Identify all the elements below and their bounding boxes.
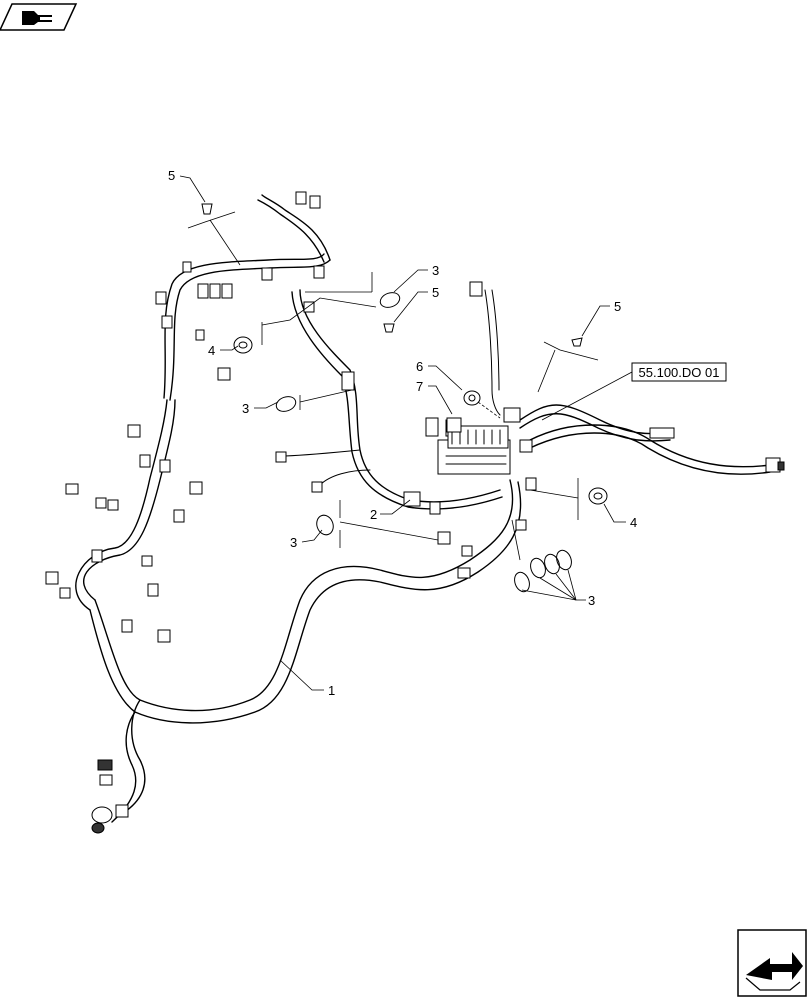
grouping-brackets — [187, 211, 599, 561]
book-pointing-hand-icon[interactable] — [0, 3, 78, 31]
connectors — [45, 191, 785, 834]
callout-5-upper: 5 — [432, 285, 439, 300]
callout-5-right: 5 — [614, 299, 621, 314]
callout-5-top: 5 — [168, 168, 175, 183]
grommet-parts — [233, 336, 608, 505]
relay-and-cap-parts — [446, 390, 501, 433]
callout-3-upper: 3 — [432, 263, 439, 278]
callout-leaders — [179, 175, 633, 691]
callout-7: 7 — [416, 379, 423, 394]
reference-label: 55.100.DO 01 — [639, 365, 720, 380]
callout-1: 1 — [328, 683, 335, 698]
callout-3-right: 3 — [588, 593, 595, 608]
main-harness — [75, 194, 771, 823]
arrow-next-page-icon[interactable] — [737, 929, 807, 997]
callout-2: 2 — [370, 507, 377, 522]
callout-3-middle: 3 — [290, 535, 297, 550]
callout-4-right: 4 — [630, 515, 637, 530]
o-ring-parts — [275, 292, 572, 593]
reference-box[interactable]: 55.100.DO 01 — [631, 362, 727, 382]
callout-4-left: 4 — [208, 343, 215, 358]
callout-3-left: 3 — [242, 401, 249, 416]
callout-6: 6 — [416, 359, 423, 374]
clip-parts — [201, 203, 583, 347]
